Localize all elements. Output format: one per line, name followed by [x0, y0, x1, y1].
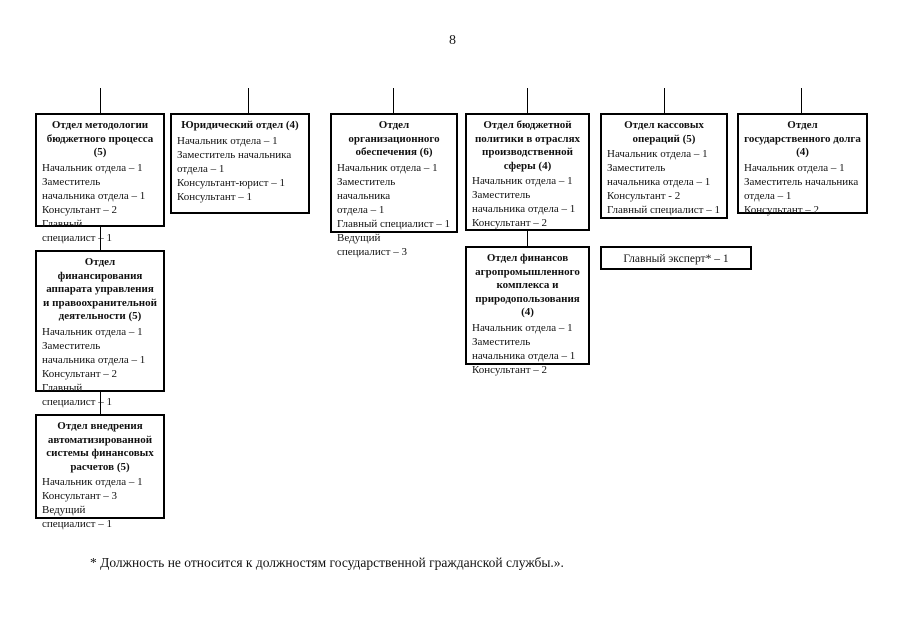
role-item: Консультант – 2 [42, 203, 118, 216]
role-item: Начальник отдела – 1 [177, 134, 278, 147]
org-box-title: Отдел организационного обеспечения (6) [348, 119, 440, 158]
role-item: Начальник отдела – 1 [607, 148, 708, 160]
org-box-otdel-kassovyh-operaciy[interactable]: Отдел кассовых операций (5) Начальник от… [600, 113, 728, 219]
role-item: Консультант - 2 [607, 190, 681, 202]
connector-stub-otdel-organizacionnogo-obespecheniya [393, 88, 394, 113]
role-item: Консультант – 3 [42, 490, 118, 502]
org-box-title: Юридический отдел (4) [181, 119, 299, 131]
org-box-otdel-byudzhetnoy-politiki[interactable]: Отдел бюджетной политики в отраслях прои… [465, 113, 590, 231]
connector-byudzhetnoy-to-apk [527, 230, 528, 246]
role-item: Начальник отдела – 1 [42, 476, 143, 488]
role-item: Консультант – 2 [472, 363, 548, 376]
org-box-title: Отдел финансов агропромышленного комплек… [475, 252, 580, 318]
org-box-title: Отдел бюджетной политики в отраслях прои… [474, 119, 581, 172]
role-item: Главный специалист – 1 [607, 204, 720, 216]
org-box-otdel-vnedreniya-asfr[interactable]: Отдел внедрения автоматизированной систе… [35, 414, 165, 530]
connector-stub-otdel-gosudarstvennogo-dolga [801, 88, 802, 113]
org-box-otdel-finansirovaniya-apparata[interactable]: Отдел финансирования аппарата управления… [35, 250, 165, 408]
org-box-roles: Начальник отдела – 1 Консультант – 3 Вед… [42, 475, 158, 531]
role-item: Главный специалист – 1 [42, 217, 112, 244]
role-item: Начальник отдела – 1 [472, 321, 573, 334]
role-item: Заместитель начальника отдела – 1 [744, 175, 859, 202]
org-box-roles: Начальник отдела – 1 Заместитель начальн… [337, 161, 451, 259]
role-item: Начальник отдела – 1 [42, 161, 143, 174]
org-box-roles: Начальник отдела – 1 Заместитель начальн… [472, 174, 583, 230]
role-item: Заместитель начальника отдела – 1 [42, 175, 146, 202]
role-item: Главный специалист – 1 [337, 217, 450, 230]
org-box-title: Отдел государственного долга (4) [744, 119, 861, 158]
role-item: Начальник отдела – 1 [744, 161, 845, 174]
org-box-otdel-organizacionnogo-obespecheniya[interactable]: Отдел организационного обеспечения (6) Н… [330, 113, 458, 258]
org-box-otdel-finansov-apk[interactable]: Отдел финансов агропромышленного комплек… [465, 246, 590, 376]
org-box-roles: Начальник отдела – 1 Заместитель начальн… [607, 147, 721, 217]
role-item: Заместитель начальника отдела – 1 [337, 175, 396, 216]
role-item: Ведущий специалист – 3 [337, 231, 407, 258]
role-item: Начальник отдела – 1 [42, 325, 143, 338]
org-box-roles: Начальник отдела – 1 Заместитель начальн… [42, 161, 158, 245]
org-box-title: Главный эксперт* – 1 [623, 252, 729, 265]
role-item: Консультант – 2 [472, 217, 548, 229]
role-item: Заместитель начальника отдела – 1 [472, 189, 576, 215]
connector-stub-yuridicheskiy-otdel [248, 88, 249, 113]
role-item: Заместитель начальника отдела – 1 [42, 339, 146, 366]
role-item: Консультант-юрист – 1 [177, 176, 285, 189]
connector-stub-otdel-byudzhetnoy-politiki [527, 88, 528, 113]
org-box-yuridicheskiy-otdel[interactable]: Юридический отдел (4) Начальник отдела –… [170, 113, 310, 214]
org-box-title: Отдел внедрения автоматизированной систе… [46, 420, 154, 473]
org-box-roles: Начальник отдела – 1 Заместитель начальн… [744, 161, 861, 217]
connector-stub-otdel-metodologii [100, 88, 101, 113]
role-item: Заместитель начальника отдела – 1 [607, 162, 711, 188]
role-item: Консультант – 1 [177, 190, 253, 203]
org-box-roles: Начальник отдела – 1 Заместитель начальн… [472, 321, 583, 377]
role-item: Главный специалист – 1 [42, 381, 112, 408]
org-box-title: Отдел финансирования аппарата управления… [43, 256, 157, 322]
connector-stub-otdel-kassovyh-operaciy [664, 88, 665, 113]
connector-finansirovaniya-to-vnedreniya [100, 392, 101, 414]
org-box-otdel-metodologii[interactable]: Отдел методологии бюджетного процесса (5… [35, 113, 165, 244]
role-item: Начальник отдела – 1 [337, 161, 438, 174]
role-item: Консультант – 2 [744, 203, 820, 216]
org-box-title: Отдел кассовых операций (5) [624, 119, 704, 145]
role-item: Начальник отдела – 1 [472, 175, 573, 187]
role-item: Консультант – 2 [42, 367, 118, 380]
page-number: 8 [449, 33, 456, 48]
role-item: Заместитель начальника отдела – 1 [472, 335, 576, 362]
footnote-text: * Должность не относится к должностям го… [90, 555, 564, 570]
org-box-roles: Начальник отдела – 1 Заместитель начальн… [42, 325, 158, 409]
role-item: Ведущий специалист – 1 [42, 504, 112, 530]
org-box-otdel-gosudarstvennogo-dolga[interactable]: Отдел государственного долга (4) Начальн… [737, 113, 868, 217]
connector-metodologii-to-finansirovaniya [100, 226, 101, 250]
org-box-roles: Начальник отдела – 1 Заместитель начальн… [177, 134, 303, 204]
org-box-title: Отдел методологии бюджетного процесса (5… [46, 119, 154, 158]
org-box-glavnyy-ekspert[interactable]: Главный эксперт* – 1 [600, 246, 752, 270]
role-item: Заместитель начальника отдела – 1 [177, 148, 292, 175]
